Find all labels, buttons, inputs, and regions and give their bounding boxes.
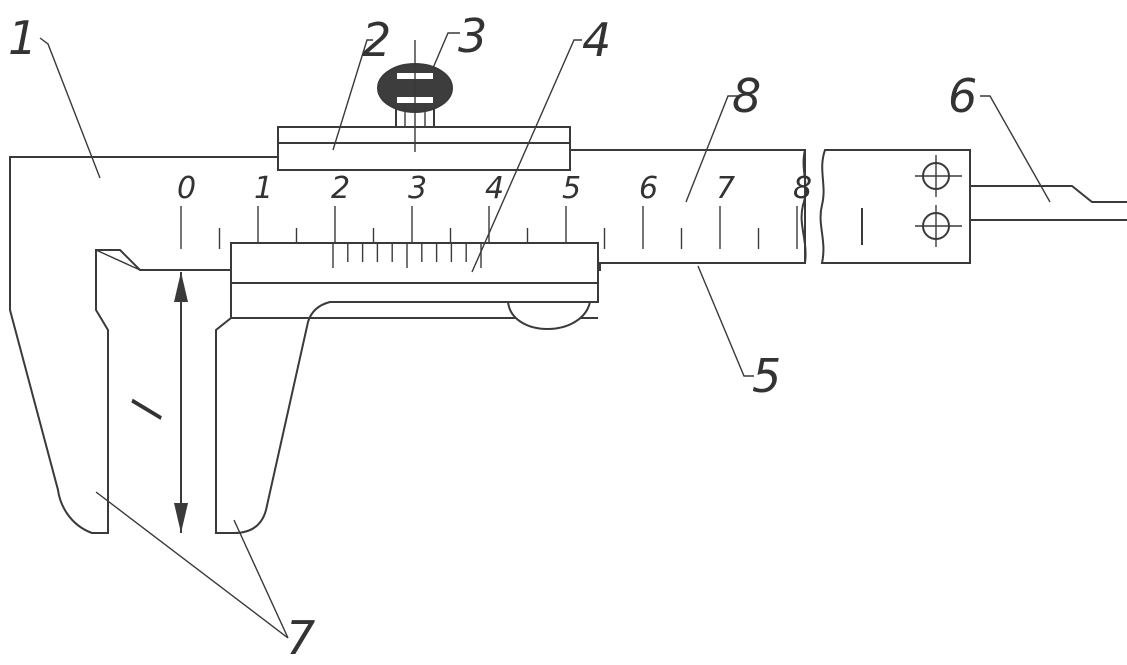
callout-6: 6 bbox=[948, 69, 977, 123]
locking-screw bbox=[377, 40, 453, 152]
leader-lines bbox=[39, 32, 1051, 639]
main-scale-label: 2 bbox=[331, 171, 350, 206]
callout-8: 8 bbox=[732, 69, 761, 123]
callout-3: 3 bbox=[458, 9, 487, 63]
leader-6 bbox=[980, 95, 1051, 203]
leader-2 bbox=[332, 39, 373, 151]
leader-1 bbox=[39, 37, 101, 179]
main-scale-labels: 0 1 2 3 4 5 6 7 8 bbox=[177, 171, 812, 206]
main-scale-label: 4 bbox=[485, 171, 504, 206]
bar-break-left bbox=[800, 149, 807, 264]
main-scale-label: 0 bbox=[177, 171, 196, 206]
rivet-top bbox=[915, 155, 962, 197]
callout-5: 5 bbox=[752, 349, 781, 403]
depth-rod bbox=[970, 185, 1127, 221]
dimension-label: l bbox=[122, 396, 174, 426]
leader-7 bbox=[95, 491, 289, 639]
callout-2: 2 bbox=[362, 13, 391, 67]
jaw-bevel bbox=[95, 249, 141, 271]
main-scale-label: 6 bbox=[639, 171, 658, 206]
callout-4: 4 bbox=[582, 13, 611, 67]
main-scale-label: 1 bbox=[254, 171, 273, 206]
fixed-jaw-body bbox=[9, 149, 806, 534]
bar-end-section bbox=[819, 149, 971, 264]
dimension-arrow bbox=[174, 272, 188, 533]
main-scale-label: 3 bbox=[408, 171, 427, 206]
vernier-scale-ticks bbox=[332, 243, 482, 268]
leader-8 bbox=[685, 95, 738, 203]
movable-jaw bbox=[215, 242, 599, 534]
leader-3 bbox=[432, 32, 460, 69]
main-scale-label: 5 bbox=[562, 171, 581, 206]
leader-5 bbox=[697, 265, 754, 377]
rivet-bottom bbox=[915, 205, 962, 247]
thumb-wheel bbox=[506, 301, 592, 330]
callout-1: 1 bbox=[8, 11, 37, 65]
leader-4 bbox=[471, 39, 582, 273]
callout-7: 7 bbox=[286, 611, 315, 660]
main-scale-label: 8 bbox=[793, 171, 812, 206]
main-scale-label: 7 bbox=[716, 171, 735, 206]
